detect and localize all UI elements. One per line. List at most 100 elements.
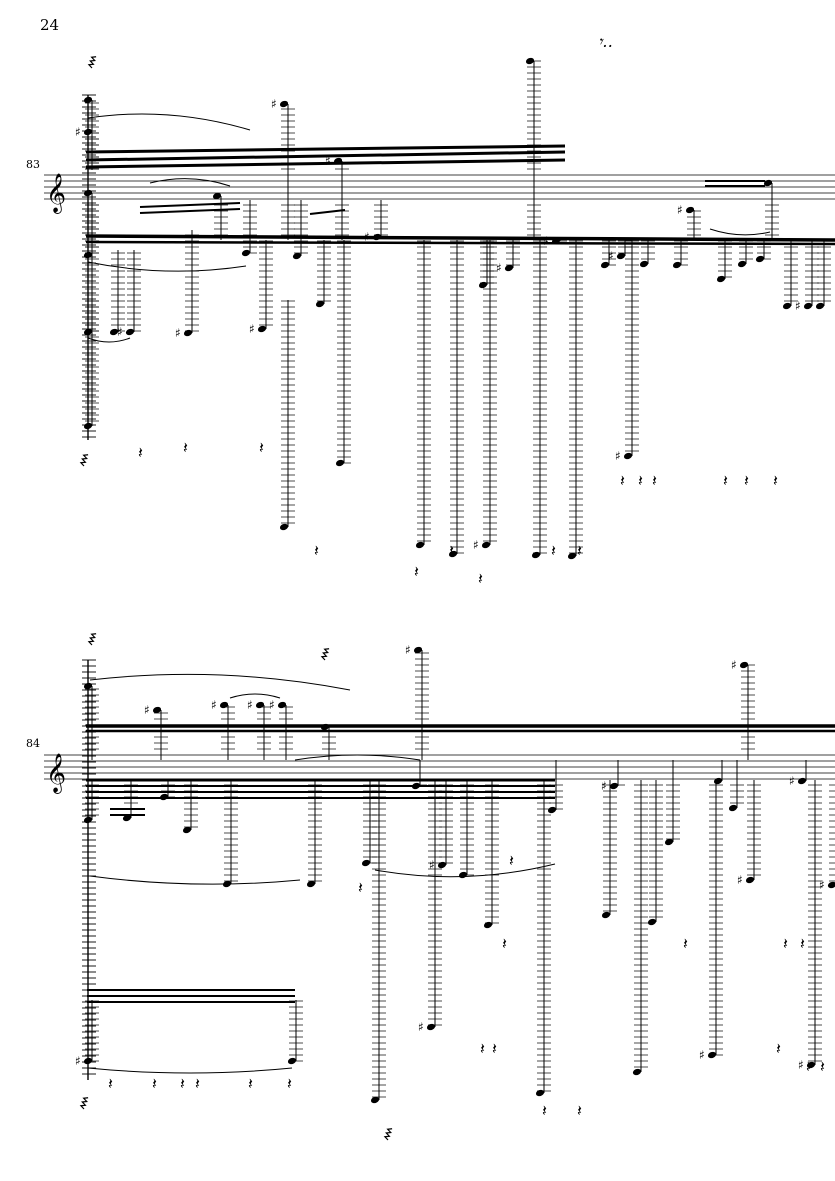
notehead xyxy=(803,302,813,310)
quarter-rest-icon: 𝄽 xyxy=(287,1074,292,1093)
slur xyxy=(87,337,131,343)
notehead xyxy=(481,541,491,549)
sharp-icon: ♯ xyxy=(615,449,621,463)
quarter-rest-icon: 𝄽 xyxy=(820,1057,825,1076)
quarter-rest-icon: 𝄽 xyxy=(183,438,188,457)
notehead xyxy=(623,452,633,460)
slur xyxy=(89,673,351,691)
notehead xyxy=(426,1023,436,1031)
sharp-icon: ♯ xyxy=(249,322,255,336)
notehead xyxy=(458,871,468,879)
notehead xyxy=(370,1096,380,1104)
quarter-rest-icon: 𝄽 xyxy=(783,934,788,953)
notehead xyxy=(632,1068,642,1076)
slur xyxy=(87,261,247,272)
notehead xyxy=(219,701,229,709)
beam xyxy=(85,240,835,246)
sharp-icon: ♯ xyxy=(699,1048,705,1062)
notehead xyxy=(411,782,421,790)
notehead xyxy=(372,233,382,241)
arpeggio-icon xyxy=(79,1097,89,1110)
beam xyxy=(309,209,346,215)
notehead xyxy=(125,328,135,336)
quarter-rest-icon: 𝄽 xyxy=(800,934,805,953)
quarter-rest-icon: 𝄽 xyxy=(502,934,507,953)
sharp-icon: ♯ xyxy=(418,1020,424,1034)
quarter-rest-icon: 𝄽 xyxy=(492,1039,497,1058)
notehead xyxy=(83,816,93,824)
quarter-rest-icon: 𝄽 xyxy=(180,1074,185,1093)
notehead xyxy=(287,1057,297,1065)
staff-system-84: 𝄞♯♯♯♯♯♯♯♯♯♯♯♯♯♯♯𝄽𝄽𝄽𝄽𝄽𝄽𝄽𝄽𝄽𝄽𝄽𝄽𝄽𝄽𝄽𝄽𝄽𝄽𝄽 xyxy=(44,633,835,1141)
notehead xyxy=(664,838,674,846)
notehead xyxy=(551,237,561,245)
quarter-rest-icon: 𝄽 xyxy=(806,1057,811,1076)
quarter-rest-icon: 𝄽 xyxy=(449,541,454,560)
notehead xyxy=(257,325,267,333)
quarter-rest-icon: 𝄽 xyxy=(509,851,514,870)
notehead xyxy=(109,328,119,336)
treble-clef-icon: 𝄞 xyxy=(46,753,66,794)
notehead xyxy=(83,682,93,690)
notehead xyxy=(241,249,251,257)
eighth-rest-mark: 𝄾‥ xyxy=(598,32,613,51)
quarter-rest-icon: 𝄽 xyxy=(776,1039,781,1058)
notehead xyxy=(535,1089,545,1097)
quarter-rest-icon: 𝄽 xyxy=(195,1074,200,1093)
notehead xyxy=(333,157,343,165)
sharp-icon: ♯ xyxy=(117,325,123,339)
notehead xyxy=(413,646,423,654)
notehead xyxy=(806,1061,816,1069)
notehead xyxy=(83,422,93,430)
notehead xyxy=(83,328,93,336)
notehead xyxy=(609,782,619,790)
notehead xyxy=(737,260,747,268)
notehead xyxy=(763,179,773,187)
notehead xyxy=(755,255,765,263)
quarter-rest-icon: 𝄽 xyxy=(542,1101,547,1120)
notehead xyxy=(827,881,835,889)
notehead xyxy=(647,918,657,926)
quarter-rest-icon: 𝄽 xyxy=(620,471,625,490)
notehead xyxy=(531,551,541,559)
quarter-rest-icon: 𝄽 xyxy=(577,541,582,560)
arpeggio-icon xyxy=(87,633,97,646)
treble-clef-icon: 𝄞 xyxy=(46,173,66,214)
notehead xyxy=(616,252,626,260)
quarter-rest-icon: 𝄽 xyxy=(723,471,728,490)
sharp-icon: ♯ xyxy=(405,643,411,657)
sharp-icon: ♯ xyxy=(269,698,275,712)
notehead xyxy=(122,814,132,822)
notehead xyxy=(183,329,193,337)
slur xyxy=(374,863,556,878)
beam xyxy=(85,234,835,242)
notehead xyxy=(415,541,425,549)
sharp-icon: ♯ xyxy=(175,326,181,340)
staff-system-83: 𝄞♯♯♯♯♯♯♯♯♯♯♯♯♯♯𝄽𝄽𝄽𝄽𝄽𝄽𝄽𝄽𝄽𝄽𝄽𝄽𝄽𝄽𝄽 xyxy=(44,56,835,588)
sharp-icon: ♯ xyxy=(211,698,217,712)
sharp-icon: ♯ xyxy=(608,249,614,263)
notehead xyxy=(600,261,610,269)
quarter-rest-icon: 𝄽 xyxy=(683,934,688,953)
notehead xyxy=(483,921,493,929)
notehead xyxy=(504,264,514,272)
arpeggio-icon xyxy=(320,648,330,661)
beam xyxy=(139,208,241,214)
slur xyxy=(294,754,421,761)
sharp-icon: ♯ xyxy=(789,774,795,788)
slur xyxy=(709,228,771,236)
sharp-icon: ♯ xyxy=(795,299,801,313)
notehead xyxy=(782,302,792,310)
quarter-rest-icon: 𝄽 xyxy=(638,471,643,490)
sharp-icon: ♯ xyxy=(247,698,253,712)
notehead xyxy=(547,806,557,814)
arpeggio-icon xyxy=(383,1128,393,1141)
beam xyxy=(85,150,566,162)
notehead xyxy=(83,1057,93,1065)
beam xyxy=(85,144,566,154)
slur xyxy=(229,693,281,699)
quarter-rest-icon: 𝄽 xyxy=(138,443,143,462)
notehead xyxy=(292,252,302,260)
sharp-icon: ♯ xyxy=(543,234,549,248)
